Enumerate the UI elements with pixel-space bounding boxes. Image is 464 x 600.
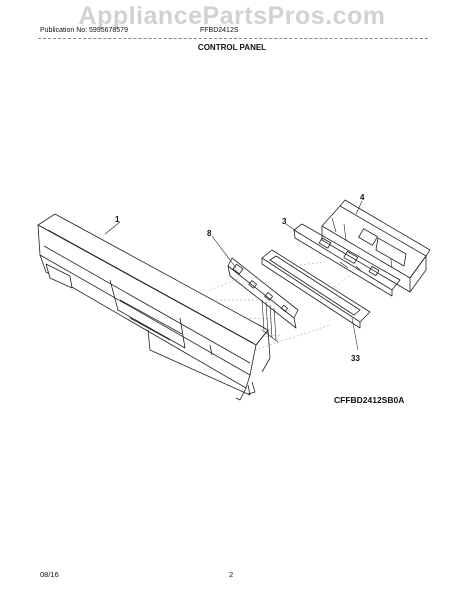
callout-1: 1 xyxy=(115,215,120,224)
revision-date: 08/16 xyxy=(40,570,59,579)
callout-8: 8 xyxy=(207,229,212,238)
section-title: CONTROL PANEL xyxy=(197,43,267,52)
control-panel-part xyxy=(37,213,271,401)
model-number: FFBD2412S xyxy=(200,27,239,34)
header-rule xyxy=(38,38,428,39)
publication-number: Publication No: 5995678579 xyxy=(40,27,128,34)
callout-4: 4 xyxy=(360,193,365,202)
diagram-code: CFFBD2412SB0A xyxy=(334,395,405,405)
keypad-part xyxy=(227,257,299,343)
page-number: 2 xyxy=(229,570,234,579)
watermark: AppliancePartsPros.com xyxy=(78,2,386,30)
housing-part xyxy=(321,199,431,293)
callout-33: 33 xyxy=(351,354,360,363)
control-board-part xyxy=(293,223,401,297)
callout-3: 3 xyxy=(282,217,287,226)
gasket-part xyxy=(261,249,371,329)
